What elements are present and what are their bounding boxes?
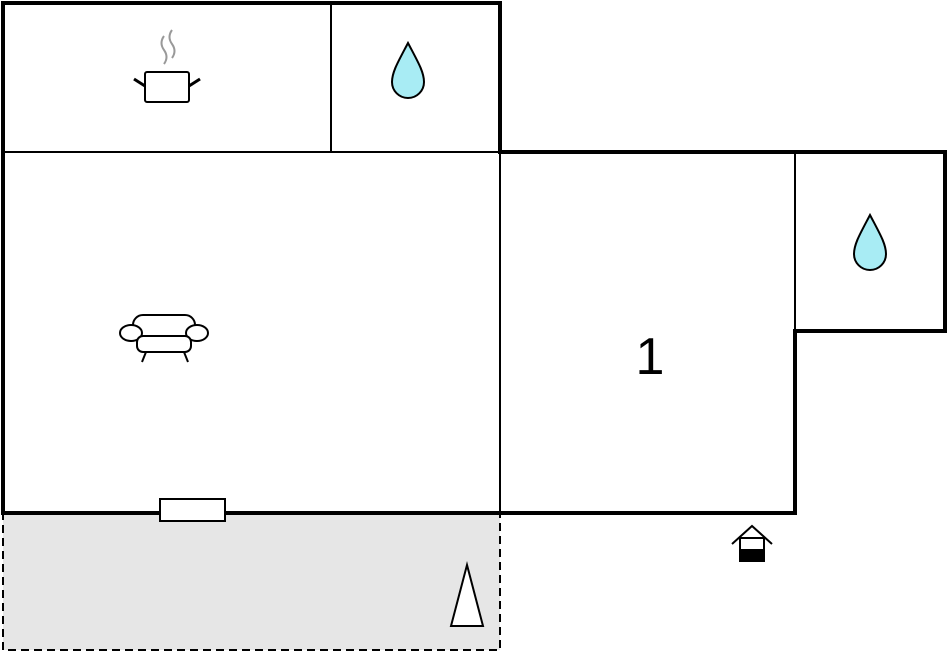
sofa-icon [119, 314, 209, 363]
outer-walls [1, 1, 947, 515]
inner-walls [3, 3, 796, 513]
water-drop-icon [852, 212, 888, 271]
cooking-pot-icon [133, 29, 201, 103]
entrance-house-icon [731, 524, 773, 562]
terrace [2, 512, 501, 651]
bedroom-label: 1 [636, 328, 665, 386]
parasol-icon [449, 561, 485, 627]
water-drop-icon [390, 40, 426, 99]
terrace-door [159, 498, 226, 522]
